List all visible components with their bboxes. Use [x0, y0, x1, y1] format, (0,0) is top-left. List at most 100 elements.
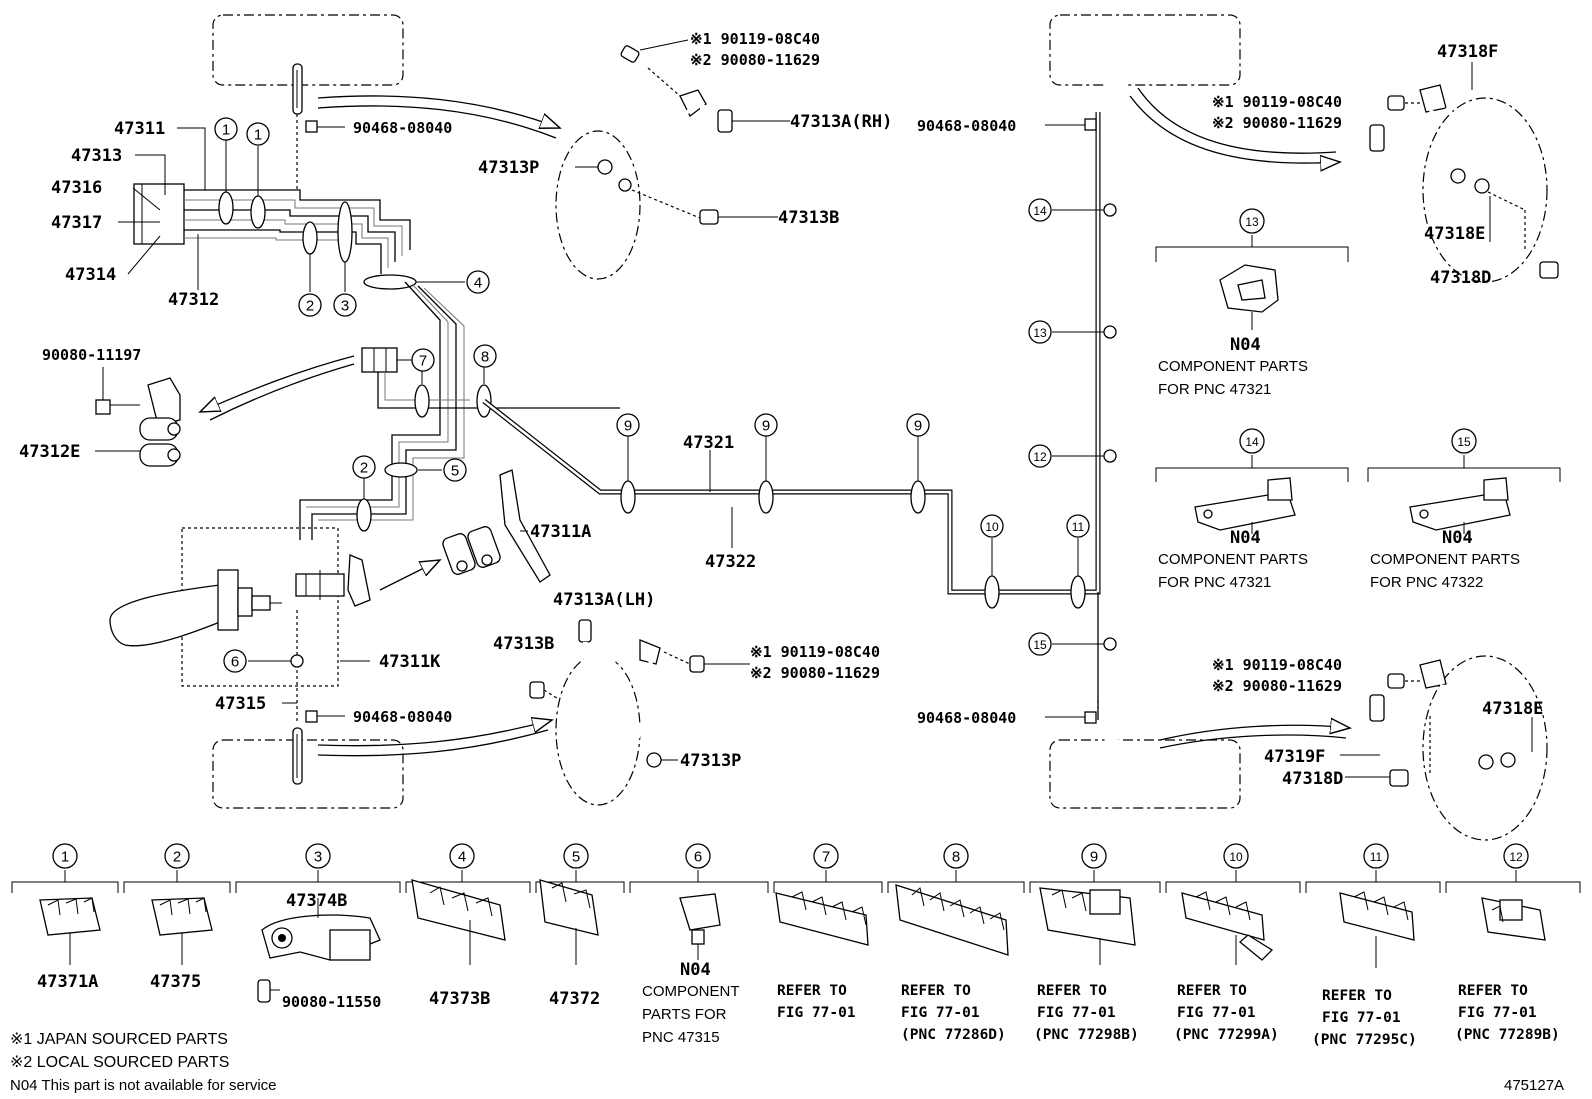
label-rear-left-local-bolt: ※2 90080-11629	[1212, 114, 1342, 132]
callout-12a: 12	[1033, 450, 1047, 464]
bottom-11-line3: (PNC 77295C)	[1312, 1032, 1417, 1048]
panel-14-line1: COMPONENT PARTS	[1158, 551, 1308, 568]
label-47312E: 47312E	[19, 442, 80, 462]
callout-2b: 2	[360, 460, 368, 477]
callout-8a: 8	[481, 349, 489, 366]
panel-15-code: N04	[1442, 528, 1473, 548]
panel-13-code: N04	[1230, 335, 1261, 355]
callout-15a: 15	[1033, 638, 1047, 652]
label-rear-left-japan-bolt: ※1 90119-08C40	[1212, 93, 1342, 111]
bottom-11-line2: FIG 77-01	[1322, 1010, 1401, 1026]
callout-11a: 11	[1072, 520, 1085, 534]
bottom-2-callout: 2	[173, 849, 181, 866]
callout-1a: 1	[222, 122, 230, 139]
label-47313: 47313	[71, 146, 122, 166]
callout-10a: 10	[985, 520, 999, 534]
right-panel-15	[1367, 455, 1561, 534]
right-panel-13	[1155, 235, 1349, 330]
label-47318E-bottom: 47318E	[1482, 699, 1543, 719]
bottom-4-callout: 4	[458, 849, 466, 866]
label-90468-top-right: 90468-08040	[917, 117, 1016, 135]
footnotes: ※1 JAPAN SOURCED PARTS ※2 LOCAL SOURCED …	[10, 1031, 1564, 1094]
label-47313A-LH: 47313A(LH)	[553, 590, 655, 610]
bottom-3-bolt: 90080-11550	[282, 993, 381, 1011]
bottom-4-part: 47373B	[429, 989, 490, 1009]
bottom-9-line1: REFER TO	[1037, 983, 1107, 999]
label-47318E-top: 47318E	[1424, 224, 1485, 244]
master-cylinder	[109, 527, 440, 704]
rear-top-pipe	[1045, 61, 1340, 163]
bottom-6-code: N04	[680, 960, 711, 980]
label-47319F: 47319F	[1264, 747, 1325, 767]
label-47321: 47321	[683, 433, 734, 453]
bottom-12-line2: FIG 77-01	[1458, 1005, 1537, 1021]
bottom-6-line2: PARTS FOR	[642, 1006, 727, 1023]
bottom-5-callout: 5	[572, 849, 580, 866]
bottom-9-line2: FIG 77-01	[1037, 1005, 1116, 1021]
bottom-9-callout: 9	[1090, 849, 1098, 866]
front-pipe-bundle	[299, 281, 465, 540]
callout-9b: 9	[762, 418, 770, 435]
bottom-10-line3: (PNC 77299A)	[1174, 1027, 1279, 1043]
bottom-7-line2: FIG 77-01	[777, 1005, 856, 1021]
bottom-7-line1: REFER TO	[777, 983, 847, 999]
label-47314: 47314	[65, 265, 116, 285]
callout-6a: 6	[231, 654, 239, 671]
label-47318D-bottom: 47318D	[1282, 769, 1343, 789]
clamp-47312E	[95, 367, 181, 467]
label-rh-local-bolt: ※2 90080-11629	[690, 51, 820, 69]
callout-1b: 1	[254, 127, 262, 144]
panel-15-line1: COMPONENT PARTS	[1370, 551, 1520, 568]
front-bottom-pipe	[292, 610, 552, 785]
panel-13-line1: COMPONENT PARTS	[1158, 358, 1308, 375]
bottom-12-line3: (PNC 77289B)	[1455, 1027, 1560, 1043]
front-left-wheel-outline	[212, 14, 404, 86]
part-number-labels: 47311 47313 47316 47317 47314 47312 9008…	[19, 42, 1543, 789]
label-47312: 47312	[168, 290, 219, 310]
figure-id: 475127A	[1504, 1077, 1564, 1094]
label-90468-bottom-left: 90468-08040	[353, 708, 452, 726]
bottom-10-line2: FIG 77-01	[1177, 1005, 1256, 1021]
label-lh-japan-bolt: ※1 90119-08C40	[750, 643, 880, 661]
bottom-1-part: 47371A	[37, 972, 98, 992]
callout-4a: 4	[474, 275, 482, 292]
bottom-7-callout: 7	[822, 849, 830, 866]
panel-13-line2: FOR PNC 47321	[1158, 381, 1271, 398]
callout-5a: 5	[451, 463, 459, 480]
label-47318D-top: 47318D	[1430, 268, 1491, 288]
callout-2a: 2	[306, 298, 314, 315]
label-47313A-RH: 47313A(RH)	[790, 112, 892, 132]
label-47313B-top: 47313B	[778, 208, 839, 228]
label-47311K: 47311K	[379, 652, 441, 672]
bottom-5-part: 47372	[549, 989, 600, 1009]
label-47313P-bottom: 47313P	[680, 751, 741, 771]
panel-14-callout: 14	[1245, 435, 1259, 449]
rear-right-wheel-outline	[1049, 739, 1241, 809]
note-local: ※2 LOCAL SOURCED PARTS	[10, 1054, 229, 1071]
bottom-8-line3: (PNC 77286D)	[901, 1027, 1006, 1043]
front-right-wheel-outline	[212, 739, 404, 809]
bottom-10-line1: REFER TO	[1177, 983, 1247, 999]
fastener-labels: ※1 90119-08C40 ※2 90080-11629 ※1 90119-0…	[639, 30, 1342, 695]
bottom-12-callout: 12	[1509, 850, 1523, 864]
bottom-panel-frames	[11, 870, 1581, 893]
bottom-11-line1: REFER TO	[1322, 988, 1392, 1004]
label-47317: 47317	[51, 213, 102, 233]
right-panel-14	[1155, 455, 1349, 534]
rear-left-hose	[1369, 62, 1559, 283]
rear-bottom-pipe	[1045, 711, 1350, 771]
bottom-10-callout: 10	[1229, 850, 1243, 864]
main-callouts: 1 1 2 3 4 7 8 2 5 6 9 9 9 10 11 14 13 12…	[214, 117, 1090, 673]
front-right-hose	[555, 45, 790, 280]
bottom-12-line1: REFER TO	[1458, 983, 1528, 999]
rear-right-hose	[1340, 655, 1548, 841]
leaders-top-left	[118, 127, 465, 292]
label-rear-right-japan-bolt: ※1 90119-08C40	[1212, 656, 1342, 674]
label-47311A: 47311A	[530, 522, 591, 542]
front-top-pipe	[292, 63, 560, 190]
label-90468-bottom-right: 90468-08040	[917, 709, 1016, 727]
bottom-8-line2: FIG 77-01	[901, 1005, 980, 1021]
callout-9c: 9	[914, 418, 922, 435]
bottom-2-part: 47375	[150, 972, 201, 992]
